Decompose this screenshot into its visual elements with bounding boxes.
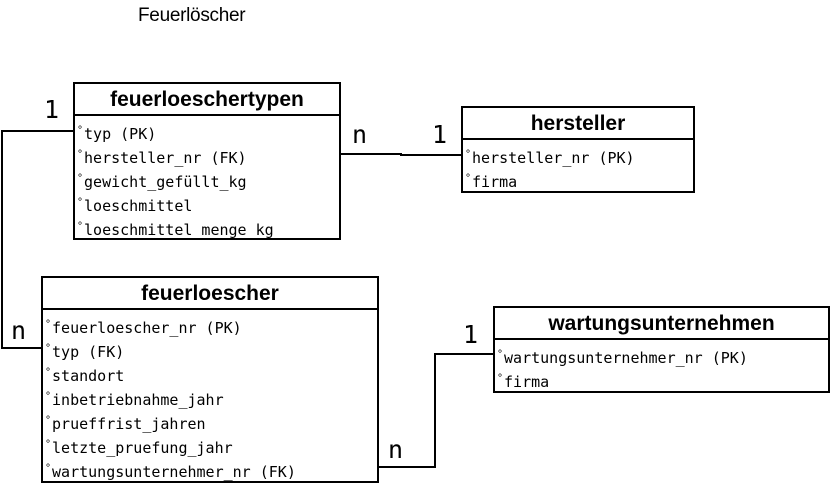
attribute-row: °typ (FK): [45, 343, 125, 361]
attribute-row: °typ (PK): [77, 125, 157, 143]
entity-header: wartungsunternehmen: [495, 308, 828, 340]
entity-feuerloeschertypen: feuerloeschertypen °typ (PK) °hersteller…: [73, 82, 341, 240]
attribute-row: °firma: [497, 373, 550, 391]
attribute-row: °hersteller_nr (PK): [465, 149, 635, 167]
attribute-row: °hersteller_nr (FK): [77, 149, 247, 167]
line-feuerloescher-wartung: [378, 353, 494, 468]
diagram-title: Feuerlöscher: [138, 5, 246, 26]
entity-header: feuerloescher: [43, 278, 377, 310]
cardinality-typen-right: n: [352, 120, 368, 149]
attribute-row: °prueffrist_jahren: [45, 415, 206, 433]
attribute-row: °firma: [465, 173, 518, 191]
cardinality-wartung-left: 1: [463, 320, 479, 349]
cardinality-typen-left: 1: [44, 95, 60, 124]
cardinality-feuerloescher-left: n: [11, 316, 27, 345]
attribute-row: °feuerloescher_nr (PK): [45, 319, 242, 337]
attribute-row: °wartungsunternehmer_nr (FK): [45, 463, 296, 481]
entity-hersteller: hersteller °hersteller_nr (PK) °firma: [461, 106, 695, 193]
attribute-row: °inbetriebnahme_jahr: [45, 391, 224, 409]
entity-header: hersteller: [463, 108, 693, 140]
cardinality-feuerloescher-right: n: [388, 435, 404, 464]
attribute-row: °letzte_pruefung_jahr: [45, 439, 233, 457]
attribute-row: °loeschmittel_menge_kg: [77, 221, 274, 239]
attribute-row: °gewicht_gefüllt_kg: [77, 173, 247, 191]
attribute-row: °loeschmittel: [77, 197, 193, 215]
line-typen-hersteller: [340, 153, 462, 156]
line-typen-feuerloescher: [1, 130, 73, 349]
entity-feuerloescher: feuerloescher °feuerloescher_nr (PK) °ty…: [41, 276, 379, 483]
attribute-row: °wartungsunternehmer_nr (PK): [497, 349, 748, 367]
cardinality-hersteller-left: 1: [432, 120, 448, 149]
attribute-row: °standort: [45, 367, 125, 385]
entity-wartungsunternehmen: wartungsunternehmen °wartungsunternehmer…: [493, 306, 830, 393]
entity-header: feuerloeschertypen: [75, 84, 339, 116]
